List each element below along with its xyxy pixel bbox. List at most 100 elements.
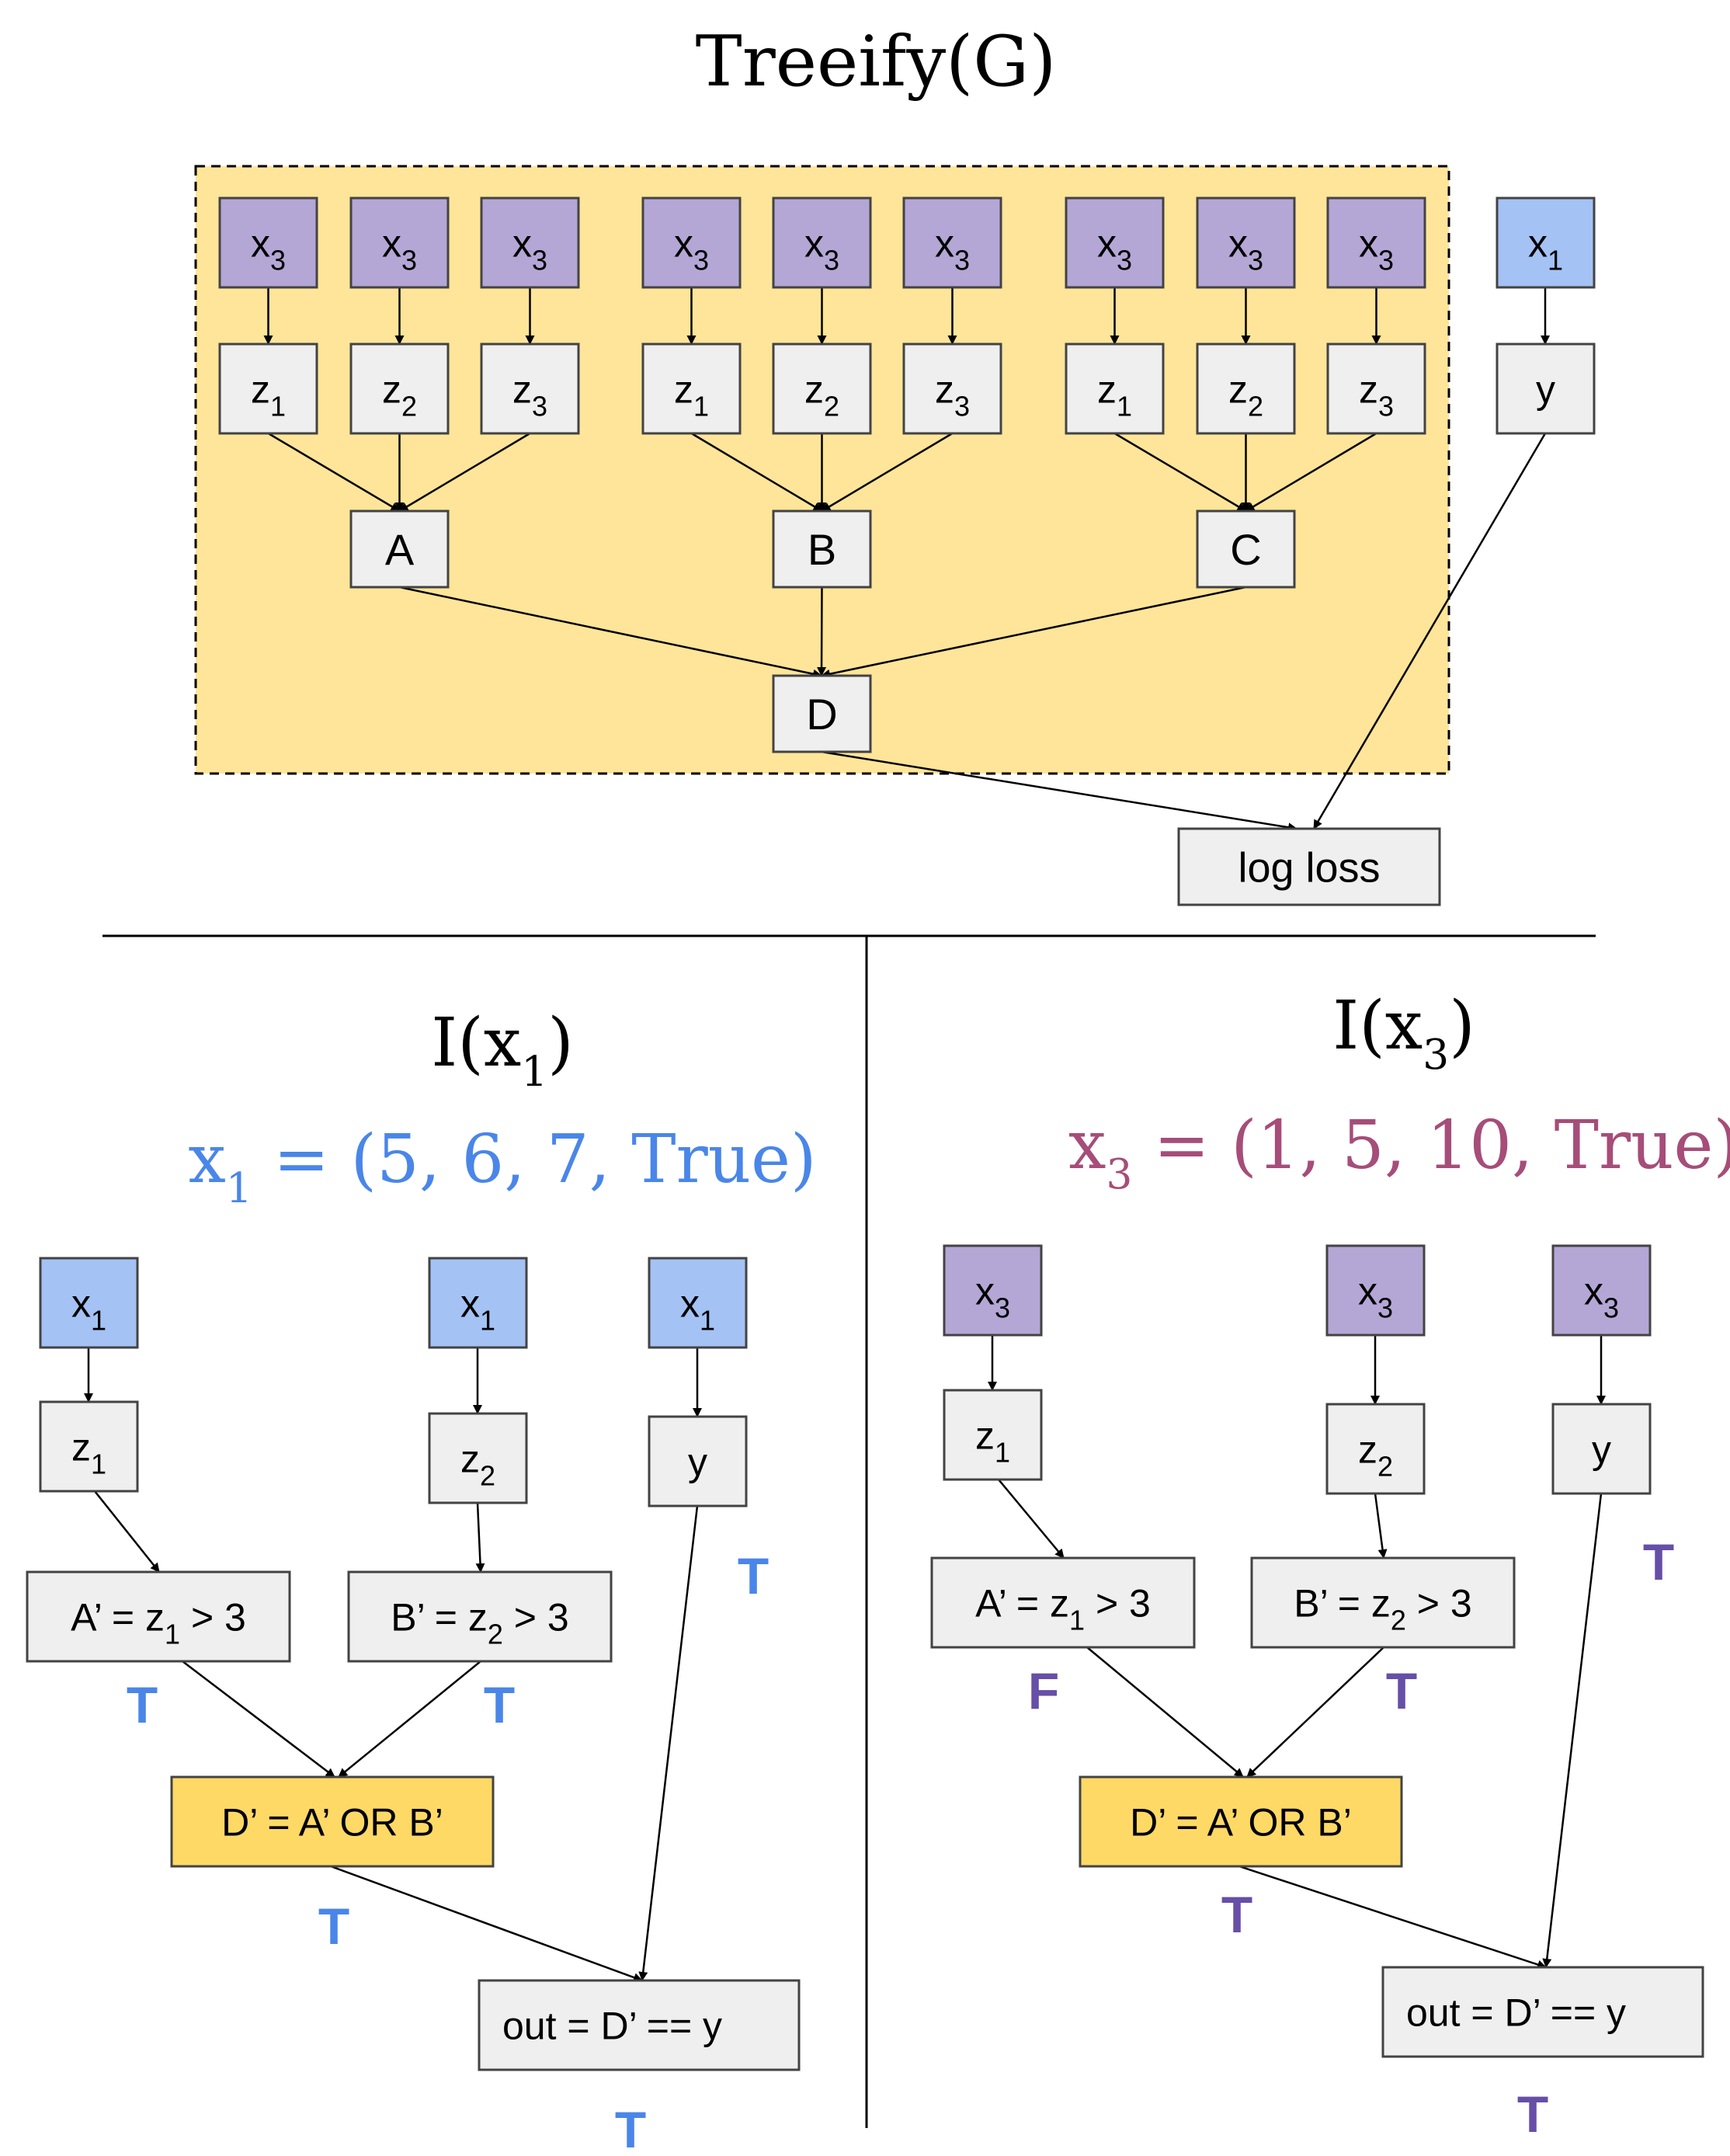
top-latent-z2-g2: z2: [772, 343, 872, 435]
top-edge-z-to-agg: [398, 432, 531, 513]
right-node-A-prime: A’ = z1 > 3: [930, 1556, 1196, 1649]
right-edge-y-to-out: [1542, 1493, 1603, 1968]
top-node-A-label: A: [385, 525, 415, 574]
top-label-input-x1-label: x1: [1528, 222, 1563, 276]
right-node-B-prime-label: B’ = z2 > 3: [1294, 1582, 1471, 1636]
left-edge-A-to-D: [182, 1660, 335, 1778]
top-input-x3-g3-2: x3: [1196, 196, 1296, 289]
left-assignment: x1 = (5, 6, 7, True): [188, 1121, 816, 1212]
top-node-y-label: y: [1536, 368, 1555, 412]
top-latent-z3-g1-label: z3: [512, 368, 547, 423]
left-input-3: x1: [648, 1257, 748, 1349]
left-edge-D-to-out: [330, 1865, 643, 1982]
top-node-log-loss-label: log loss: [1238, 844, 1380, 891]
right-node-B-prime: B’ = z2 > 3: [1250, 1556, 1516, 1649]
top-latent-z2-g3: z2: [1196, 343, 1296, 435]
top-latent-z2-g2-label: z2: [804, 368, 839, 423]
top-latent-z2-g1: z2: [349, 343, 450, 435]
right-input-3-label: x3: [1584, 1270, 1619, 1324]
right-value-y: T: [1643, 1533, 1674, 1591]
right-node-out-label: out = D’ == y: [1406, 1991, 1626, 2035]
top-latent-z1-g2-label: z1: [674, 368, 709, 423]
top-input-x3-g1-3-label: x3: [512, 222, 547, 276]
top-latent-z3-g3: z3: [1326, 343, 1426, 435]
top-edge-z-to-agg: [821, 432, 954, 513]
top-latent-z3-g1: z3: [480, 343, 580, 435]
top-edge-D-to-loss: [821, 750, 1298, 833]
top-input-x3-g2-1: x3: [641, 196, 742, 289]
left-latent-z2-label: z2: [460, 1438, 495, 1492]
right-value-b: T: [1386, 1662, 1417, 1720]
top-latent-z3-g3-label: z3: [1359, 368, 1394, 423]
top-latent-z2-g1-label: z2: [382, 368, 417, 423]
right-latent-z2: z2: [1325, 1403, 1426, 1495]
top-input-x3-g2-2-label: x3: [804, 222, 839, 276]
left-value-y: T: [738, 1547, 769, 1605]
left-edge-z1-to-A: [94, 1490, 160, 1573]
top-node-y: y: [1496, 343, 1596, 435]
top-input-x3-g1-2: x3: [349, 196, 450, 289]
top-input-x3-g2-2: x3: [772, 196, 872, 289]
right-node-D-prime: D’ = A’ OR B’: [1079, 1775, 1403, 1868]
top-input-x3-g3-3: x3: [1326, 196, 1426, 289]
left-node-B-prime: B’ = z2 > 3: [347, 1570, 613, 1663]
right-value-out: T: [1517, 2085, 1548, 2143]
top-node-log-loss: log loss: [1177, 827, 1441, 906]
right-latent-z1: z1: [943, 1389, 1043, 1481]
left-title: I(x1): [431, 1004, 574, 1096]
top-input-x3-g3-2-label: x3: [1228, 222, 1263, 276]
left-node-A-prime: A’ = z1 > 3: [26, 1570, 291, 1663]
right-edge-A-to-D: [1086, 1647, 1244, 1778]
top-input-x3-g3-3-label: x3: [1359, 222, 1394, 276]
top-edge-agg-to-D: [399, 586, 822, 679]
right-value-a: F: [1028, 1662, 1059, 1720]
top-latent-z1-g1-label: z1: [251, 368, 286, 423]
top-node-B: B: [772, 509, 872, 589]
top-node-D-label: D: [806, 690, 837, 739]
right-latent-z1-label: z1: [975, 1414, 1010, 1469]
right-edge-D-to-out: [1238, 1865, 1547, 1970]
top-title: Treeify(G): [696, 21, 1057, 103]
right-input-2: x3: [1325, 1244, 1426, 1337]
right-edge-z2-to-B: [1374, 1493, 1388, 1559]
right-input-3: x3: [1551, 1244, 1652, 1337]
right-input-1-label: x3: [975, 1270, 1010, 1324]
left-node-y: y: [648, 1415, 748, 1507]
top-latent-z3-g2-label: z3: [935, 368, 970, 423]
right-input-1: x3: [943, 1244, 1043, 1337]
left-edge-z2-to-B: [475, 1502, 485, 1573]
top-label-input-x1: x1: [1496, 196, 1596, 289]
left-input-2: x1: [428, 1257, 528, 1349]
left-value-b: T: [484, 1676, 515, 1733]
top-latent-z1-g2: z1: [641, 343, 742, 435]
top-latent-z2-g3-label: z2: [1228, 368, 1263, 423]
right-node-y: y: [1551, 1403, 1652, 1495]
left-node-D-prime: D’ = A’ OR B’: [170, 1775, 495, 1868]
top-edge-z-to-agg: [1113, 432, 1247, 513]
left-input-1-label: x1: [71, 1282, 106, 1337]
top-input-x3-g2-1-label: x3: [674, 222, 709, 276]
left-value-a: T: [127, 1676, 158, 1733]
top-node-A: A: [349, 509, 450, 589]
left-value-out: T: [615, 2101, 646, 2156]
right-node-out: out = D’ == y: [1381, 1966, 1704, 2058]
left-node-y-label: y: [688, 1441, 707, 1484]
left-latent-z1: z1: [39, 1400, 139, 1493]
top-latent-z3-g2: z3: [902, 343, 1002, 435]
right-assignment: x3 = (1, 5, 10, True): [1068, 1107, 1730, 1198]
top-input-x3-g2-3-label: x3: [935, 222, 970, 276]
right-title: I(x3): [1332, 987, 1475, 1079]
top-input-x3-g3-1: x3: [1065, 196, 1165, 289]
left-latent-z1-label: z1: [71, 1426, 106, 1480]
right-edge-B-to-D: [1246, 1647, 1384, 1778]
top-edge-z-to-agg: [267, 432, 401, 513]
left-input-3-label: x1: [680, 1282, 715, 1337]
left-latent-z2: z2: [428, 1412, 528, 1504]
left-input-2-label: x1: [460, 1282, 495, 1337]
top-input-x3-g1-3: x3: [480, 196, 580, 289]
left-node-D-prime-label: D’ = A’ OR B’: [221, 1801, 443, 1845]
top-input-x3-g3-1-label: x3: [1097, 222, 1132, 276]
top-node-C-label: C: [1230, 525, 1261, 574]
top-latent-z1-g3: z1: [1065, 343, 1165, 435]
